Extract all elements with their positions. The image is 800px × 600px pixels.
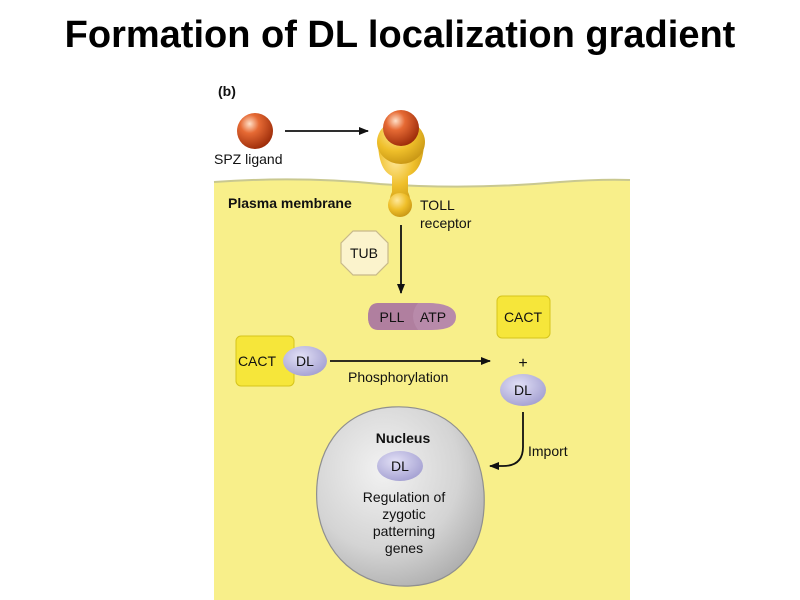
- nucleus: [316, 406, 485, 587]
- dl-nucleus-label: DL: [391, 458, 409, 474]
- dl-free-ellipse: [500, 374, 546, 406]
- atp-label: ATP: [420, 309, 446, 325]
- pll-notch: [368, 303, 418, 330]
- regulation-line-2: zygotic: [382, 506, 426, 522]
- spz-ligand-ball: [237, 113, 273, 149]
- dl-complex-ellipse: [283, 346, 327, 376]
- tub-octagon: [340, 230, 389, 276]
- slide-title: Formation of DL localization gradient: [64, 14, 736, 56]
- dl-nucleus-ellipse: [377, 451, 423, 481]
- bound-spz-ligand-ball: [383, 110, 419, 146]
- nucleus-label: Nucleus: [376, 430, 431, 446]
- phosphorylation-label: Phosphorylation: [348, 369, 448, 385]
- regulation-line-4: genes: [385, 540, 423, 556]
- pll-label: PLL: [380, 309, 405, 325]
- plasma-membrane-label: Plasma membrane: [228, 195, 352, 211]
- plus-sign: +: [518, 355, 527, 372]
- spz-ligand-label: SPZ ligand: [214, 151, 282, 167]
- cact-complex-label: CACT: [238, 353, 277, 369]
- import-arrow: [489, 412, 524, 470]
- regulation-line-1: Regulation of: [363, 489, 446, 505]
- cact-free-box: [496, 295, 551, 339]
- plasma-membrane-line: [213, 178, 631, 188]
- dl-free-label: DL: [514, 382, 532, 398]
- import-label: Import: [528, 443, 568, 459]
- dl-complex-label: DL: [296, 353, 314, 369]
- toll-label-line1: TOLL: [420, 197, 455, 213]
- cact-free-label: CACT: [504, 309, 543, 325]
- regulation-line-3: patterning: [373, 523, 435, 539]
- tub-label: TUB: [350, 245, 378, 261]
- toll-label-line2: receptor: [420, 215, 472, 231]
- panel-label: (b): [218, 83, 236, 99]
